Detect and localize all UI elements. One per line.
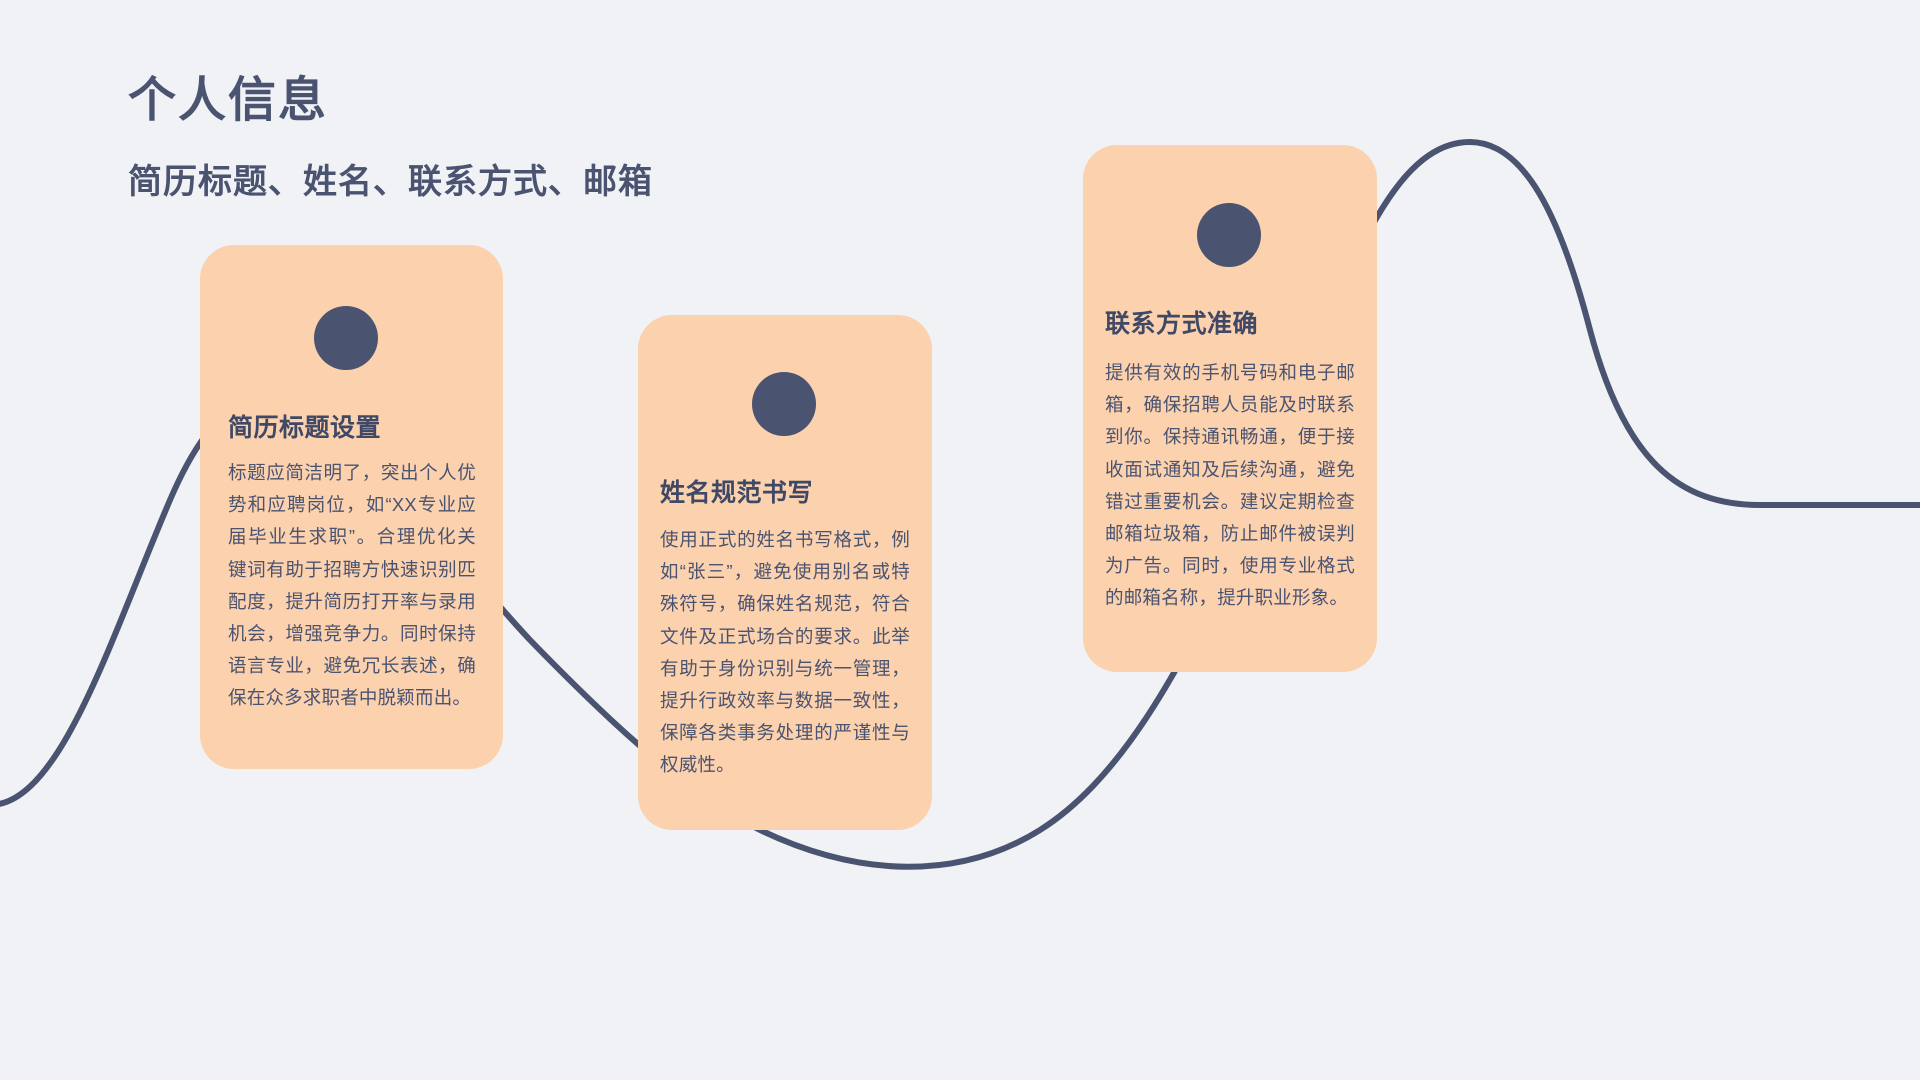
- info-card-2-body: 使用正式的姓名书写格式，例如“张三”，避免使用别名或特殊符号，确保姓名规范，符合…: [660, 529, 910, 776]
- info-card-1-body: 标题应简洁明了，突出个人优势和应聘岗位，如“XX专业应届毕业生求职”。合理优化关…: [228, 462, 476, 709]
- info-card-3[interactable]: 联系方式准确 提供有效的手机号码和电子邮箱，确保招聘人员能及时联系到你。保持通讯…: [1083, 145, 1377, 672]
- info-card-3-title: 联系方式准确: [1105, 310, 1259, 338]
- page-title: 个人信息: [128, 74, 329, 127]
- info-card-1-title: 简历标题设置: [228, 414, 382, 442]
- circle-marker-icon: [1197, 203, 1261, 267]
- info-card-3-body: 提供有效的手机号码和电子邮箱，确保招聘人员能及时联系到你。保持通讯畅通，便于接收…: [1105, 362, 1355, 609]
- info-card-1[interactable]: 简历标题设置 标题应简洁明了，突出个人优势和应聘岗位，如“XX专业应届毕业生求职…: [200, 245, 503, 769]
- slide-header: 个人信息 简历标题、姓名、联系方式、邮箱: [128, 72, 653, 204]
- circle-marker-icon: [314, 306, 378, 370]
- circle-marker-icon: [752, 372, 816, 436]
- info-card-2[interactable]: 姓名规范书写 使用正式的姓名书写格式，例如“张三”，避免使用别名或特殊符号，确保…: [638, 315, 932, 830]
- info-card-2-title: 姓名规范书写: [660, 479, 814, 507]
- page-subtitle: 简历标题、姓名、联系方式、邮箱: [128, 162, 653, 201]
